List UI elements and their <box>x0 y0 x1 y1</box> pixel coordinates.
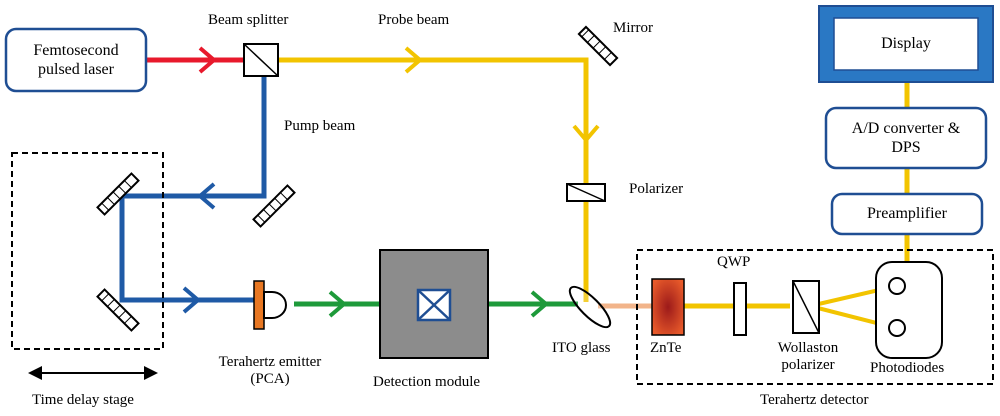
preamp-label: Preamplifier <box>867 205 947 223</box>
display-screen <box>833 17 979 71</box>
polarizer-icon <box>566 183 606 202</box>
wollaston-polarizer-icon <box>792 280 820 334</box>
thz-emitter-label: Terahertz emitter (PCA) <box>200 354 340 389</box>
preamp-box <box>830 192 984 236</box>
delay-mirror-lower-icon <box>96 288 140 332</box>
mirror-label: Mirror <box>613 20 653 36</box>
beam-splitter-icon <box>243 43 279 77</box>
polarizer-label: Polarizer <box>629 181 684 197</box>
thz-emitter-label-line1: Terahertz emitter <box>218 354 322 370</box>
beam-splitter-label: Beam splitter <box>208 12 289 28</box>
pump-beam-label: Pump beam <box>284 118 356 134</box>
terahertz-detector-label: Terahertz detector <box>760 392 869 408</box>
detection-module-icon <box>379 249 489 359</box>
thz-emitter-label-line2: (PCA) <box>250 371 290 388</box>
wollaston-label: Wollaston polarizer <box>760 340 856 375</box>
ito-glass-icon <box>568 285 612 329</box>
pump-mirror-icon <box>252 184 296 228</box>
laser-beam-arrow <box>198 46 218 74</box>
adc-box <box>824 106 988 170</box>
ito-glass-label: ITO glass <box>552 340 611 356</box>
wollaston-label-line1: Wollaston <box>777 340 839 356</box>
detection-module-label: Detection module <box>373 374 481 390</box>
double-arrow-icon <box>28 366 158 380</box>
probe-beam-label: Probe beam <box>378 12 450 28</box>
pump-beam-arrow-1 <box>196 182 216 210</box>
probe-beam <box>278 57 589 302</box>
laser-label: Femtosecond pulsed laser <box>33 41 119 78</box>
probe-beam-arrow-1 <box>404 46 424 74</box>
znte-crystal-icon <box>651 278 685 336</box>
thz-beam-arrow-2 <box>530 290 550 318</box>
probe-beam-arrow-2 <box>572 124 600 144</box>
time-delay-stage-label: Time delay stage <box>32 392 134 408</box>
laser-box <box>4 27 148 93</box>
photodiodes-label: Photodiodes <box>870 360 945 376</box>
time-delay-stage-box <box>11 152 164 350</box>
display-label: Display <box>881 35 931 53</box>
pump-beam <box>119 72 267 303</box>
delay-mirror-upper-icon <box>96 172 140 216</box>
wollaston-label-line2: polarizer <box>781 357 835 374</box>
photodiodes-icon <box>875 261 943 359</box>
qwp-label: QWP <box>717 254 751 270</box>
thz-emitter-icon <box>253 280 287 330</box>
terahertz-detector-box <box>636 249 994 385</box>
adc-label: A/D converter & DPS <box>851 119 961 156</box>
thz-beam-arrow-1 <box>328 290 348 318</box>
znte-label: ZnTe <box>650 340 682 356</box>
pump-beam-arrow-2 <box>182 286 202 314</box>
mirror-icon <box>577 25 619 67</box>
qwp-icon <box>733 282 747 336</box>
